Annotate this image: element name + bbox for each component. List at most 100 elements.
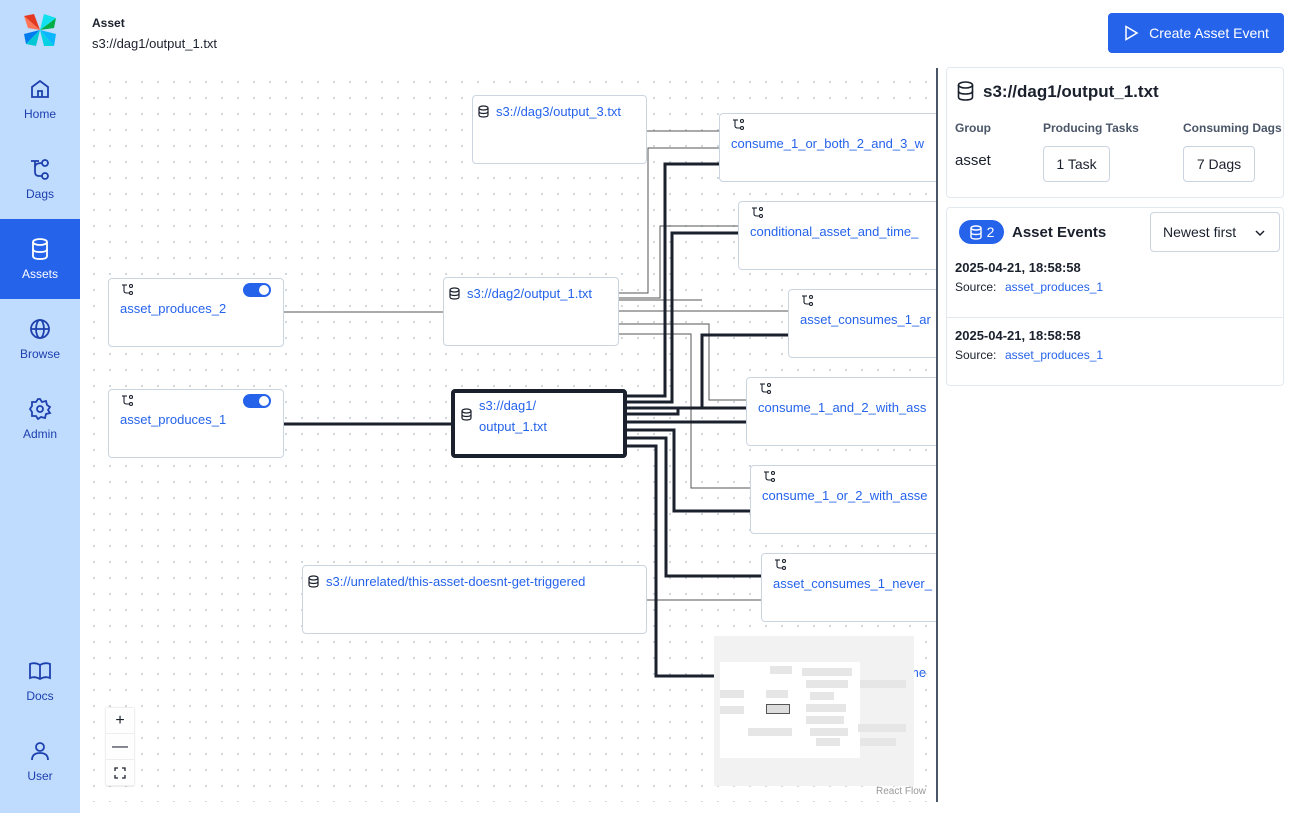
sidebar-item-label: User xyxy=(27,769,53,783)
sort-order-value: Newest first xyxy=(1163,224,1237,240)
play-icon xyxy=(1125,25,1139,41)
group-label: Group xyxy=(955,121,991,135)
asset-events-card: 2 Asset Events Newest first 2025-04-21, … xyxy=(946,207,1284,386)
asset-node-label[interactable]: s3://unrelated/this-asset-doesnt-get-tri… xyxy=(326,574,586,589)
dag-node-label[interactable]: asset_produces_2 xyxy=(120,301,227,316)
asset-node-dag3-output-3[interactable]: s3://dag3/output_3.txt xyxy=(472,95,647,164)
dag-node-label[interactable]: asset_consumes_1_never_ xyxy=(773,576,932,591)
sidebar-item-label: Admin xyxy=(22,427,57,441)
event-timestamp: 2025-04-21, 18:58:58 xyxy=(955,328,1081,343)
sidebar-item-admin[interactable]: Admin xyxy=(0,379,80,459)
dag-icon xyxy=(122,283,134,296)
dag-node-label[interactable]: conditional_asset_and_time_ xyxy=(750,224,919,239)
graph-minimap[interactable] xyxy=(714,636,914,786)
asset-node-label-line1[interactable]: s3://dag1/ xyxy=(479,398,537,413)
dag-icon xyxy=(122,394,134,407)
dags-icon xyxy=(31,159,49,180)
graph-edges xyxy=(284,130,788,678)
dag-node-asset-consumes-1-ar[interactable]: asset_consumes_1_ar xyxy=(788,289,936,358)
panel-resize-handle[interactable] xyxy=(936,68,938,802)
producing-tasks-button[interactable]: 1 Task xyxy=(1043,146,1110,182)
zoom-in-button[interactable]: + xyxy=(106,708,134,734)
zoom-out-button[interactable]: — xyxy=(106,734,134,760)
sidebar-item-browse[interactable]: Browse xyxy=(0,299,80,379)
chevron-down-icon xyxy=(1255,230,1265,237)
book-icon xyxy=(29,662,51,681)
dag-icon xyxy=(733,118,745,131)
dag-pause-toggle[interactable] xyxy=(243,394,271,408)
dag-node-label[interactable]: consume_1_and_2_with_ass xyxy=(758,400,927,415)
sidebar-item-label: Assets xyxy=(21,267,58,281)
sidebar-item-label: Docs xyxy=(26,689,54,703)
sidebar-item-label: Home xyxy=(23,107,56,121)
dag-node-asset-produces-1[interactable]: asset_produces_1 xyxy=(108,389,284,458)
fit-view-icon xyxy=(114,766,126,779)
create-asset-event-button[interactable]: Create Asset Event xyxy=(1108,13,1284,53)
asset-details-title: s3://dag1/output_1.txt xyxy=(983,82,1159,101)
asset-node-unrelated[interactable]: s3://unrelated/this-asset-doesnt-get-tri… xyxy=(302,565,647,634)
gear-icon xyxy=(28,398,52,421)
sort-order-select[interactable]: Newest first xyxy=(1150,212,1280,252)
fit-view-button[interactable] xyxy=(106,760,134,786)
sidebar-item-dags[interactable]: Dags xyxy=(0,139,80,219)
sidebar-item-assets[interactable]: Assets xyxy=(0,219,80,299)
dag-icon xyxy=(764,470,776,483)
dag-icon xyxy=(775,558,787,571)
events-count-badge: 2 xyxy=(959,220,1004,244)
consuming-dags-button[interactable]: 7 Dags xyxy=(1183,146,1255,182)
database-icon xyxy=(478,105,489,118)
dag-node-label[interactable]: consume_1_or_both_2_and_3_w xyxy=(731,136,924,151)
database-icon xyxy=(449,287,460,300)
group-value: asset xyxy=(955,152,991,169)
asset-event-row: 2025-04-21, 18:58:58 Source: asset_produ… xyxy=(947,250,1283,318)
asset-node-dag1-output-1-selected[interactable]: s3://dag1/ output_1.txt xyxy=(451,389,627,458)
sidebar-item-label: Browse xyxy=(19,347,60,361)
event-source-label: Source: xyxy=(955,348,997,362)
create-asset-event-label: Create Asset Event xyxy=(1149,25,1269,41)
sidebar: Home Dags Assets Browse Admin Docs User xyxy=(0,0,80,813)
dag-icon xyxy=(802,294,814,307)
dag-node-consume-1-and-2[interactable]: consume_1_and_2_with_ass xyxy=(746,377,936,446)
sidebar-item-label: Dags xyxy=(25,187,54,201)
home-icon xyxy=(31,79,49,98)
asset-node-label[interactable]: s3://dag3/output_3.txt xyxy=(496,104,622,119)
user-icon xyxy=(31,742,49,761)
react-flow-attribution[interactable]: React Flow xyxy=(876,786,927,797)
sidebar-item-home[interactable]: Home xyxy=(0,59,80,139)
database-icon xyxy=(461,408,472,421)
asset-node-label[interactable]: s3://dag2/output_1.txt xyxy=(467,286,593,301)
event-source-link[interactable]: asset_produces_1 xyxy=(1005,348,1104,362)
asset-node-label-line2[interactable]: output_1.txt xyxy=(479,419,547,434)
database-icon xyxy=(969,224,982,240)
asset-event-row: 2025-04-21, 18:58:58 Source: asset_produ… xyxy=(947,318,1283,386)
sidebar-item-user[interactable]: User xyxy=(0,721,80,801)
asset-events-title: Asset Events xyxy=(1012,224,1107,241)
page-title: s3://dag1/output_1.txt xyxy=(92,36,218,51)
dag-node-conditional-asset[interactable]: conditional_asset_and_time_ xyxy=(738,201,936,270)
database-icon xyxy=(32,238,48,260)
dag-node-label[interactable]: asset_consumes_1_ar xyxy=(800,312,931,327)
database-icon xyxy=(308,575,319,588)
airflow-pinwheel-icon[interactable] xyxy=(22,12,58,48)
event-timestamp: 2025-04-21, 18:58:58 xyxy=(955,260,1081,275)
asset-node-dag2-output-1[interactable]: s3://dag2/output_1.txt xyxy=(443,277,619,346)
asset-graph-canvas[interactable]: s3://dag3/output_3.txt consume_1_or_both… xyxy=(80,68,936,802)
dag-node-asset-produces-2[interactable]: asset_produces_2 xyxy=(108,278,284,347)
dag-node-consume-1-or-2[interactable]: consume_1_or_2_with_asse xyxy=(750,465,936,534)
page-kind-label: Asset xyxy=(92,16,125,30)
sidebar-item-docs[interactable]: Docs xyxy=(0,641,80,721)
dag-pause-toggle[interactable] xyxy=(243,283,271,297)
database-icon xyxy=(957,81,974,101)
event-source-link[interactable]: asset_produces_1 xyxy=(1005,280,1104,294)
dag-icon xyxy=(752,206,764,219)
globe-icon xyxy=(30,319,50,339)
dag-node-label[interactable]: consume_1_or_2_with_asse xyxy=(762,488,928,503)
asset-details-card: s3://dag1/output_1.txt Group Producing T… xyxy=(946,67,1284,198)
dag-node-asset-consumes-1-never[interactable]: asset_consumes_1_never_ xyxy=(761,553,936,622)
dag-node-consume-1-or-both[interactable]: consume_1_or_both_2_and_3_w xyxy=(719,113,936,182)
consuming-dags-label: Consuming Dags xyxy=(1183,121,1282,135)
dag-node-label[interactable]: asset_produces_1 xyxy=(120,412,227,427)
events-count: 2 xyxy=(986,224,995,240)
event-source-label: Source: xyxy=(955,280,997,294)
producing-tasks-label: Producing Tasks xyxy=(1043,121,1139,135)
